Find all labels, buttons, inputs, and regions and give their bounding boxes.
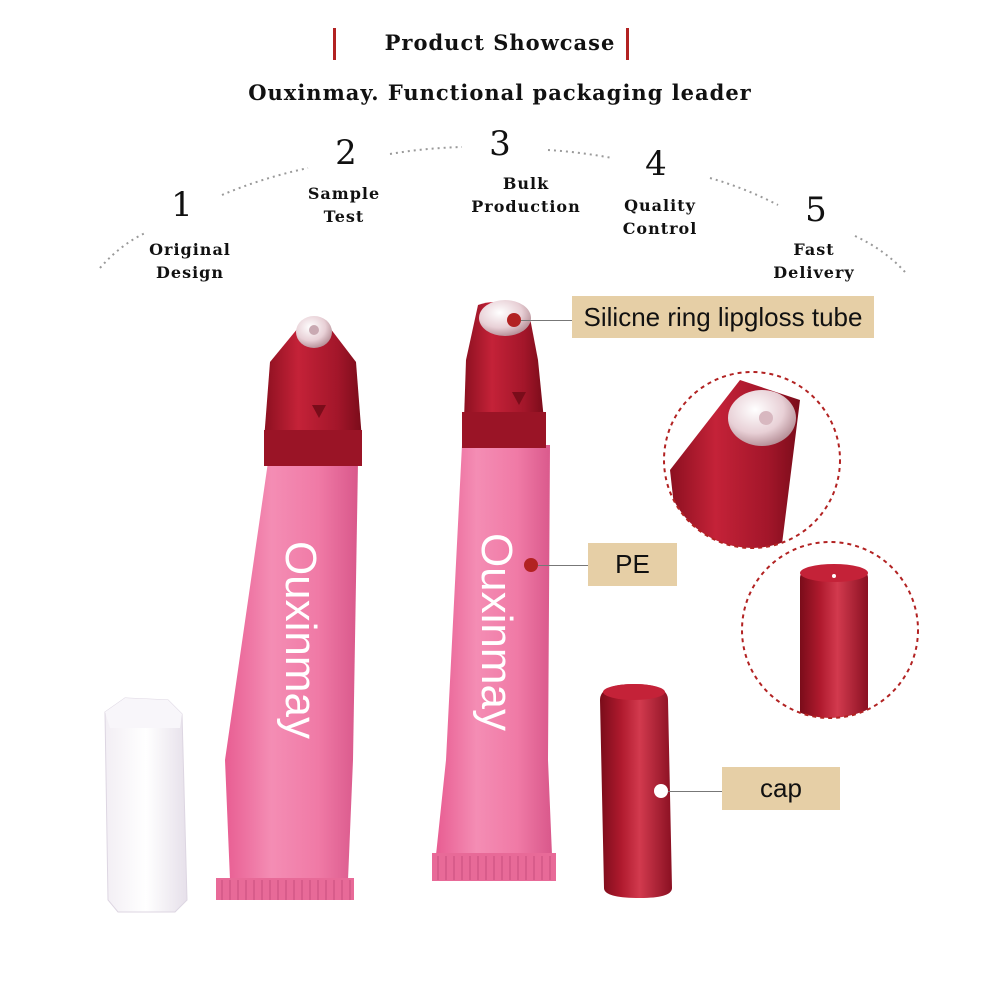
step-3-label: Bulk Production: [471, 174, 581, 216]
title-bar-left: [333, 28, 336, 60]
step-3-number: 3: [489, 124, 511, 164]
pe-callout-dot: [524, 558, 538, 572]
zoom-circle-cap: [741, 541, 919, 719]
left-tube-brand: Ouxinmay: [276, 540, 325, 740]
step-5-label: Fast Delivery: [773, 240, 855, 282]
white-cap: [104, 697, 188, 913]
tube-callout-line: [521, 320, 573, 321]
right-tube-brand: Ouxinmay: [472, 532, 521, 732]
process-arc: [99, 146, 906, 273]
pe-callout-line: [538, 565, 588, 566]
zoom-circle-tip: [663, 371, 841, 549]
cap-callout-label: cap: [722, 767, 840, 810]
cap-callout-dot: [654, 784, 668, 798]
pe-callout-label: PE: [588, 543, 677, 586]
step-1-number: 1: [171, 185, 193, 225]
tube-callout-dot: [507, 313, 521, 327]
right-tube: [432, 300, 556, 881]
cap-callout-line: [668, 791, 722, 792]
step-2-number: 2: [335, 133, 357, 173]
step-4-label: Quality Control: [622, 196, 698, 238]
red-cap: [600, 684, 672, 898]
page-title: Product Showcase: [384, 30, 616, 55]
step-5-number: 5: [805, 190, 827, 230]
page-subtitle: Ouxinmay. Functional packaging leader: [248, 80, 752, 105]
step-2-label: Sample Test: [307, 184, 381, 226]
left-tube: [216, 316, 362, 900]
step-4-number: 4: [645, 144, 667, 184]
tube-callout-label: Silicne ring lipgloss tube: [572, 296, 874, 338]
title-bar-right: [626, 28, 629, 60]
step-1-label: Original Design: [149, 240, 231, 282]
